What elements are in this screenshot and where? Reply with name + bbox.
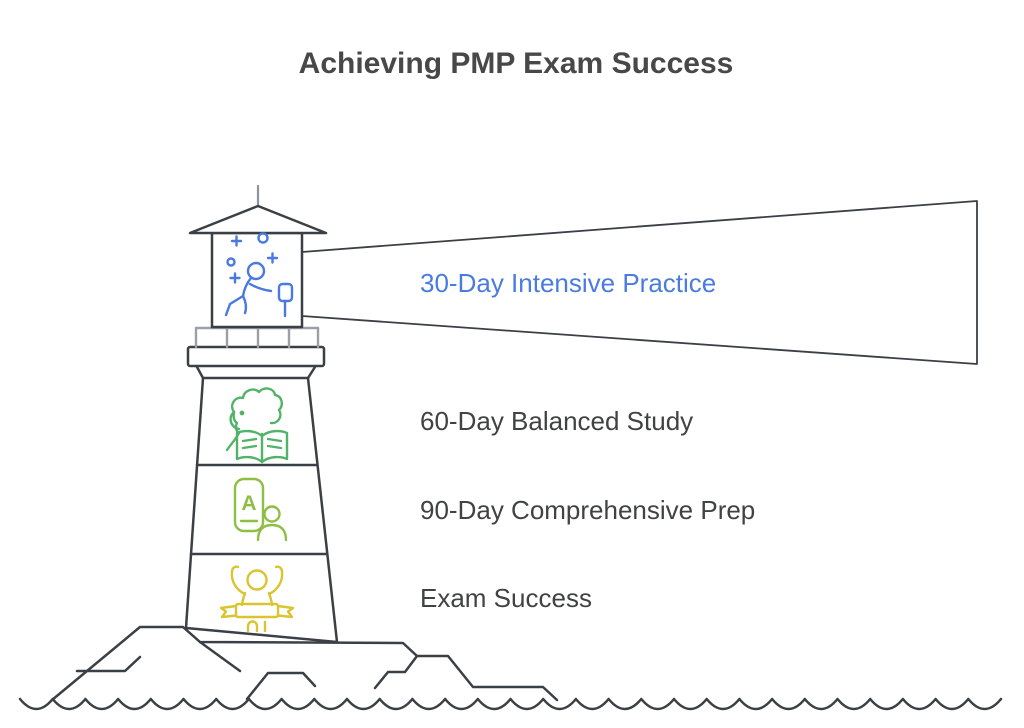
person-reading-book-icon bbox=[225, 387, 289, 464]
deck-supports bbox=[195, 365, 317, 380]
tower-body bbox=[184, 376, 339, 644]
light-beam: 30-Day Intensive Practice bbox=[301, 200, 978, 365]
person-reaching-goal-icon bbox=[224, 232, 294, 318]
waves bbox=[18, 697, 1003, 711]
card-letter: A bbox=[241, 492, 256, 515]
winner-finish-line-icon bbox=[219, 565, 295, 633]
milestone-label: Exam Success bbox=[420, 583, 592, 613]
rocks bbox=[50, 625, 559, 702]
milestone-label: 90-Day Comprehensive Prep bbox=[420, 495, 755, 525]
gallery-deck bbox=[186, 345, 326, 368]
roof bbox=[188, 204, 328, 235]
flashcard-letter-a-icon: A bbox=[233, 477, 288, 542]
page-title: Achieving PMP Exam Success bbox=[299, 47, 734, 80]
beam-label: 30-Day Intensive Practice bbox=[420, 268, 716, 298]
milestone-label: 60-Day Balanced Study bbox=[420, 406, 693, 436]
lighthouse bbox=[184, 184, 339, 644]
railing bbox=[194, 326, 320, 349]
